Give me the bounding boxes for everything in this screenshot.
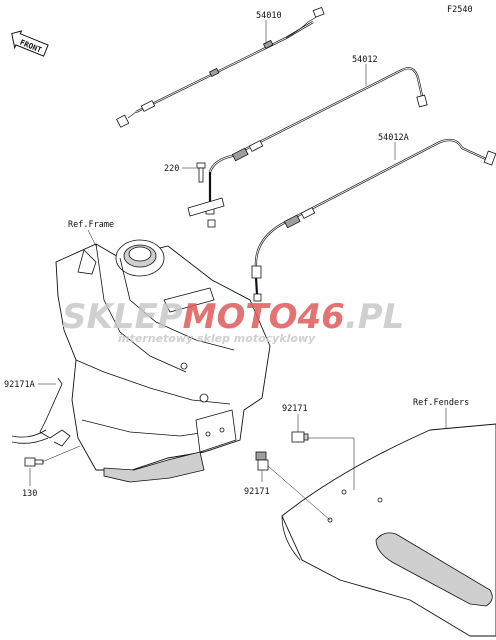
ref-frame-label: Ref.Frame: [68, 220, 114, 230]
guide-grommet-lower: [267, 465, 331, 521]
part-label-220: 220: [164, 164, 179, 174]
cable-54010: [116, 6, 325, 128]
rear-fender: [281, 423, 496, 637]
leader-ref-frame: [87, 229, 97, 247]
cable-54012A: [251, 138, 496, 302]
watermark-brand-part3: 46: [297, 297, 345, 337]
part-label-130: 130: [22, 489, 37, 499]
bolt-220: [196, 162, 206, 183]
guide-grommet-upper: [308, 437, 355, 490]
cable-54012: [205, 67, 428, 228]
ref-fenders-label: Ref.Fenders: [413, 398, 469, 408]
watermark-tagline: internetowy sklep motocyklowy: [118, 332, 316, 345]
motorcycle-frame: [55, 239, 271, 483]
clamp-92171A: [11, 377, 71, 447]
watermark-brand-suffix: .PL: [345, 297, 405, 337]
part-label-54010: 54010: [256, 11, 282, 21]
svg-text:SKLEPMOTO46.PL: SKLEPMOTO46.PL: [62, 297, 404, 337]
grommet-92171-upper: [291, 431, 309, 443]
part-label-92171A: 92171A: [4, 380, 35, 390]
watermark-logo: SKLEPMOTO46.PL internetowy sklep motocyk…: [62, 297, 404, 345]
leader-130-to-frame: [41, 445, 81, 463]
cable-bracket: [187, 197, 225, 217]
part-label-54012A: 54012A: [378, 133, 409, 143]
grommet-92171-lower: [255, 451, 269, 471]
bolt-130: [24, 457, 44, 467]
figure-code: F2540: [447, 5, 473, 15]
part-label-54012: 54012: [352, 55, 378, 65]
part-label-92171-lower: 92171: [244, 487, 270, 497]
watermark-brand-part1: SKLEP: [62, 297, 183, 337]
part-label-92171-upper: 92171: [282, 404, 308, 414]
front-arrow-icon: FRONT: [11, 30, 49, 57]
watermark-brand-part2: MOTO: [183, 297, 298, 337]
